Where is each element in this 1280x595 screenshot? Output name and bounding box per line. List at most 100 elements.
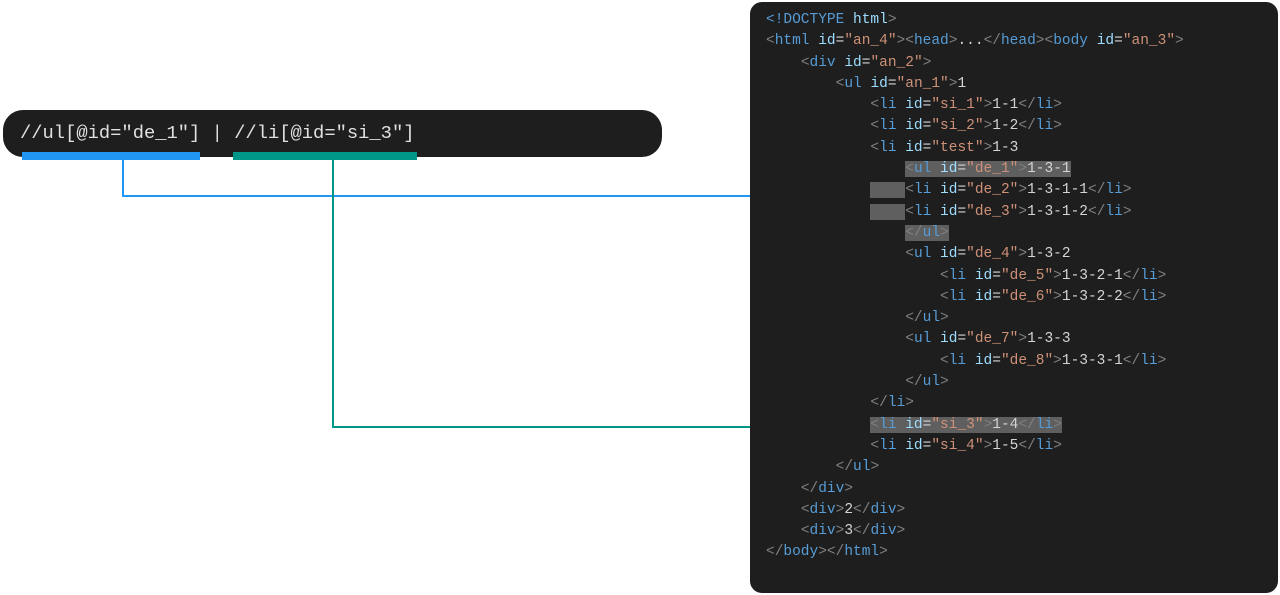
- code-line: </ul>: [766, 457, 1184, 478]
- code-token-br: </: [1018, 97, 1036, 114]
- code-line: <ul id="de_1">1-3-1: [766, 159, 1184, 180]
- code-token-tag: html: [774, 33, 810, 50]
- code-token-br: >: [948, 33, 958, 50]
- code-token-br: <: [870, 97, 880, 114]
- code-token-br: >: [1018, 331, 1028, 348]
- code-line: <li id="de_6">1-3-2-2</li>: [766, 287, 1184, 308]
- code-token-tag: li: [948, 267, 967, 284]
- code-token-txt: 1-3: [992, 139, 1019, 156]
- code-line: </ul>: [766, 372, 1184, 393]
- code-token-attr: html: [853, 12, 888, 28]
- code-token-str: "an_2": [870, 54, 923, 71]
- code-token-br: >: [896, 33, 906, 50]
- code-token-txt: =: [922, 118, 932, 135]
- code-token-txt: 1-2: [992, 118, 1019, 135]
- code-token-txt: 1-3-3: [1027, 331, 1071, 348]
- code-line: <li id="si_1">1-1</li>: [766, 95, 1184, 116]
- code-token-tag: ul: [844, 75, 862, 92]
- code-token-br: >: [940, 310, 949, 327]
- code-token-br: >: [870, 459, 880, 476]
- code-token-tag: body: [1053, 33, 1089, 50]
- connector-de1-horizontal: [122, 195, 906, 197]
- code-content: <li id="de_6">1-3-2-2</li>: [940, 289, 1166, 305]
- code-token-str: "an_4": [844, 33, 897, 50]
- code-content: <ul id="an_1">1: [836, 76, 967, 92]
- code-token-br: >: [983, 118, 993, 135]
- code-token-txt: [897, 97, 906, 113]
- code-token-br: </: [1088, 182, 1106, 199]
- code-token-br: >: [835, 523, 845, 540]
- code-token-br: >: [905, 395, 914, 412]
- code-token-br: >: [844, 480, 854, 497]
- code-line: <li id="test">1-3: [766, 138, 1184, 159]
- code-token-txt: 1-3-1-2: [1027, 203, 1088, 220]
- code-token-txt: =: [887, 75, 897, 92]
- code-token-txt: 1-3-1: [1027, 161, 1071, 178]
- code-token-attr: id: [974, 267, 993, 284]
- code-token-tag: li: [913, 203, 932, 220]
- code-token-br: >: [1157, 352, 1167, 369]
- code-token-txt: =: [1114, 33, 1123, 50]
- code-token-br: >: [1122, 203, 1132, 220]
- code-token-tag: li: [1035, 97, 1054, 114]
- code-token-br: >: [1157, 288, 1167, 305]
- code-token-txt: =: [957, 246, 967, 263]
- highlighted-match: <li id="si_3">1-4</li>: [870, 416, 1062, 433]
- code-token-br: <: [905, 331, 914, 348]
- code-token-txt: =: [992, 352, 1001, 369]
- code-token-txt: =: [957, 331, 967, 348]
- code-token-attr: id: [974, 288, 993, 305]
- code-token-txt: [931, 182, 940, 198]
- code-line: </body></html>: [766, 542, 1184, 563]
- code-token-txt: 1-3-2-1: [1061, 267, 1123, 284]
- html-source-panel: [750, 2, 1278, 593]
- code-token-txt: 1: [957, 75, 967, 92]
- code-token-txt: [931, 246, 940, 262]
- code-token-txt: [931, 161, 940, 177]
- code-line: <li id="de_2">1-3-1-1</li>: [766, 180, 1184, 201]
- code-token-br: <: [870, 416, 880, 433]
- code-token-attr: id: [940, 246, 958, 263]
- code-token-txt: [966, 289, 975, 305]
- code-content: <li id="si_1">1-1</li>: [870, 97, 1061, 113]
- code-token-txt: [897, 140, 906, 156]
- code-token-str: "de_5": [1000, 267, 1054, 284]
- code-token-br: </: [1122, 352, 1141, 369]
- code-token-tag: div: [809, 54, 836, 71]
- code-token-str: "an_1": [896, 75, 949, 92]
- code-content: </ul>: [836, 459, 880, 475]
- code-content: </li>: [870, 395, 914, 411]
- code-token-br: </: [1018, 416, 1036, 433]
- code-token-attr: id: [940, 182, 958, 199]
- code-content: <html id="an_4"><head>...</head><body id…: [766, 33, 1184, 49]
- code-content: <div>2</div>: [801, 502, 905, 518]
- xpath-part-si3-underline: [233, 152, 417, 160]
- code-token-br: <: [870, 437, 880, 454]
- code-token-br: </: [853, 523, 871, 540]
- code-token-tag: li: [1035, 416, 1054, 433]
- code-token-tag: li: [879, 437, 897, 454]
- code-content: <li id="si_4">1-5</li>: [870, 438, 1061, 454]
- code-token-str: "si_1": [931, 97, 984, 114]
- code-token-tag: li: [879, 118, 897, 135]
- code-token-txt: [844, 12, 853, 28]
- code-token-txt: [897, 118, 906, 134]
- code-token-str: "si_2": [931, 118, 984, 135]
- code-content: </body></html>: [766, 544, 888, 560]
- highlighted-match: <ul id="de_1">1-3-1: [905, 161, 1071, 178]
- code-line: <li id="de_8">1-3-3-1</li>: [766, 351, 1184, 372]
- code-token-br: >: [1053, 118, 1062, 135]
- code-token-tag: li: [879, 97, 897, 114]
- code-token-br: >: [1018, 182, 1028, 199]
- code-token-br: >: [1157, 267, 1167, 284]
- xpath-part-de1-underline: [22, 152, 200, 160]
- code-content: <!DOCTYPE html>: [766, 12, 897, 28]
- code-token-br: <: [905, 161, 914, 178]
- code-content: <li id="test">1-3: [870, 140, 1018, 156]
- code-token-tag: html: [844, 544, 880, 561]
- code-token-br: <: [940, 267, 949, 284]
- code-token-br: </: [1122, 288, 1141, 305]
- code-token-br: >: [879, 544, 888, 561]
- code-token-br: <: [766, 33, 775, 50]
- code-line: <ul id="de_7">1-3-3: [766, 329, 1184, 350]
